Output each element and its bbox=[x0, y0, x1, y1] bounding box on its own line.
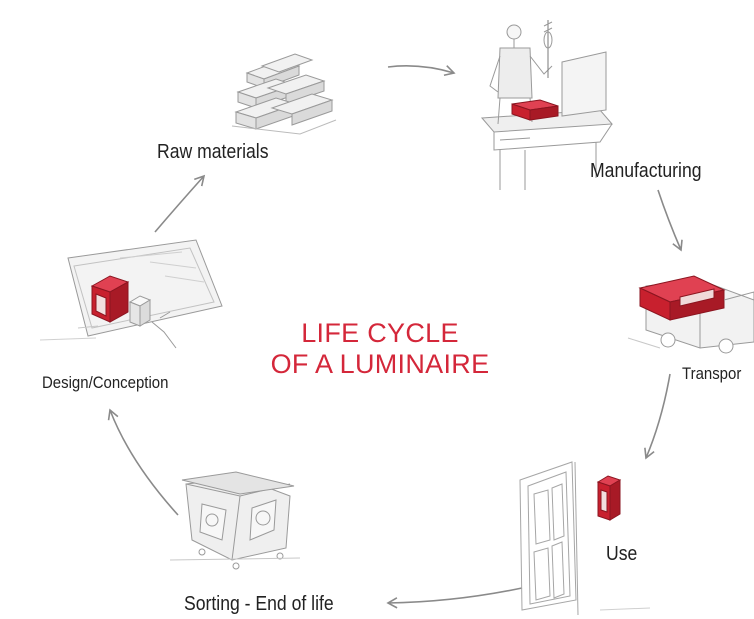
cycle-arrows bbox=[107, 65, 683, 609]
wall-lamp-icon bbox=[519, 461, 622, 616]
arrow-transport-to-use bbox=[644, 373, 671, 460]
stage-label-sorting: Sorting - End of life bbox=[184, 593, 334, 615]
drafting-table-icon bbox=[67, 239, 223, 349]
stage-label-design: Design/Conception bbox=[42, 373, 169, 392]
diagram-title: LIFE CYCLE OF A LUMINAIRE bbox=[265, 318, 495, 380]
arrow-sorting-to-design bbox=[107, 408, 179, 516]
stage-label-raw-materials: Raw materials bbox=[157, 141, 269, 163]
metal-ingots-icon bbox=[231, 53, 337, 135]
ground-lines bbox=[39, 337, 651, 611]
title-line-1: LIFE CYCLE bbox=[301, 318, 459, 348]
recycling-bin-icon bbox=[169, 471, 301, 570]
worker-at-workbench-icon bbox=[480, 20, 614, 190]
title-line-2: OF A LUMINAIRE bbox=[270, 349, 490, 379]
arrow-raw-to-manufacturing bbox=[387, 65, 456, 77]
stage-label-transport: Transpor bbox=[682, 364, 742, 383]
delivery-truck-icon bbox=[627, 275, 754, 354]
arrow-use-to-sorting bbox=[386, 587, 523, 609]
stage-label-manufacturing: Manufacturing bbox=[590, 160, 702, 182]
arrow-manufacturing-to-transport bbox=[657, 189, 683, 252]
arrow-design-to-raw bbox=[154, 174, 206, 233]
stage-label-use: Use bbox=[606, 543, 638, 565]
